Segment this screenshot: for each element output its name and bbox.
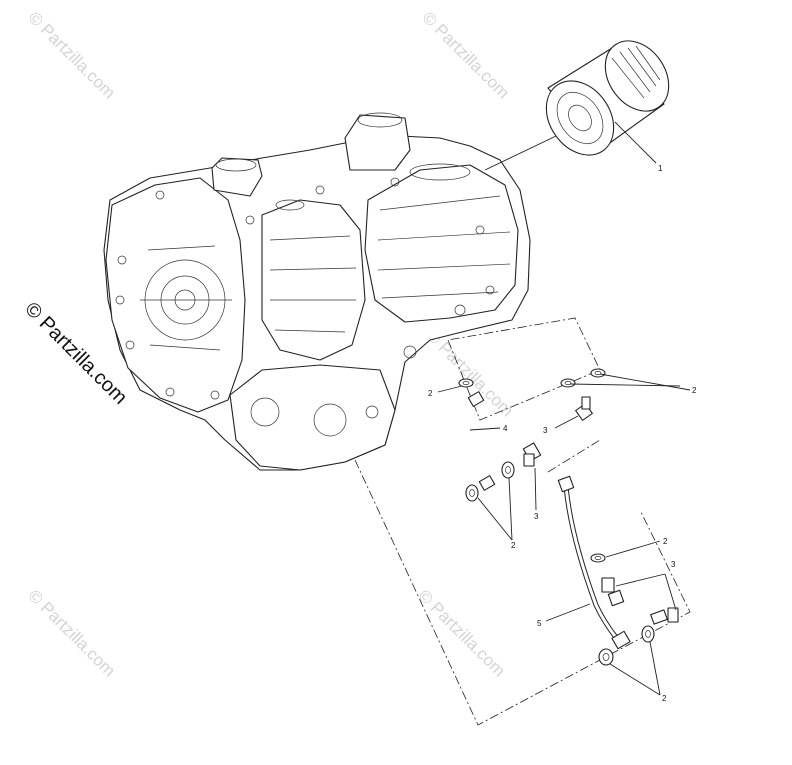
callout-washer-mid: 2 — [663, 537, 668, 546]
oil-line-upper — [455, 391, 496, 491]
oil-line-lower — [557, 475, 631, 650]
callout-washers-bottom-left: 2 — [511, 541, 516, 550]
callout-washer-left-top: 2 — [428, 389, 433, 398]
assembly-outline-upper — [447, 317, 601, 421]
callout-oil-line-upper: 4 — [503, 424, 508, 433]
callout-oil-filter: 1 — [658, 164, 663, 173]
assembly-outline-lower — [354, 439, 691, 726]
filter-mount-line — [484, 135, 557, 171]
callout-oil-line-lower: 5 — [537, 619, 542, 628]
banjo-bolt-set — [522, 396, 679, 625]
callout-bolt-lower-right: 3 — [671, 560, 676, 569]
washer-set — [458, 368, 655, 666]
callout-bolt-center: 3 — [534, 512, 539, 521]
leader-lines — [437, 121, 691, 696]
oil-filter — [545, 40, 670, 156]
callout-bolt-upper-right: 3 — [543, 426, 548, 435]
callout-washers-right: 2 — [692, 386, 697, 395]
callout-washers-bottom-right: 2 — [662, 694, 667, 703]
engine-crankcase — [103, 112, 531, 471]
